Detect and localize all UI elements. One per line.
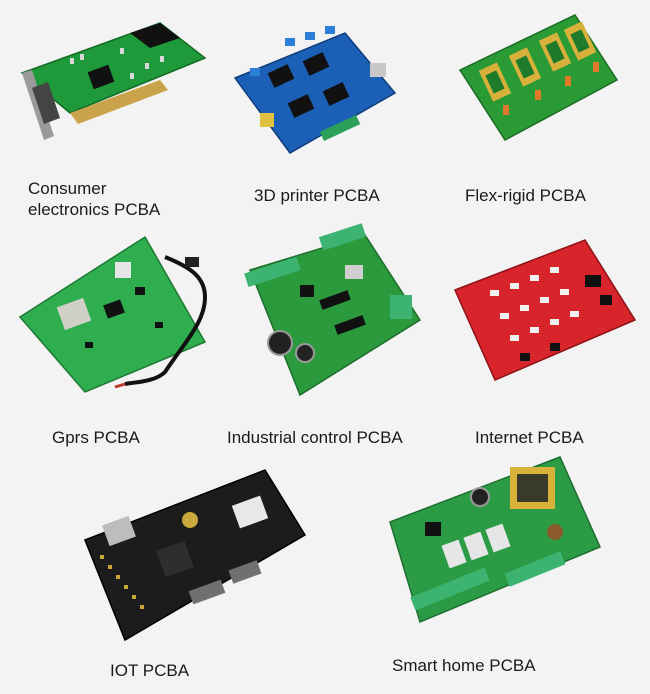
product-label-internet: Internet PCBA <box>475 428 584 447</box>
product-internet <box>450 235 640 385</box>
smarthome-board-image <box>389 456 601 624</box>
product-printer3d <box>230 18 400 158</box>
product-label-flexrigid: Flex-rigid PCBA <box>465 186 586 205</box>
product-flexrigid <box>455 10 625 145</box>
printer3d-board-image <box>233 26 397 154</box>
internet-board-image <box>453 239 637 381</box>
product-industrial <box>240 223 425 400</box>
iot-board-image <box>84 469 307 642</box>
flexrigid-board-image <box>458 14 619 141</box>
industrial-board-image <box>244 223 422 397</box>
product-smarthome <box>385 452 605 627</box>
product-label-printer3d: 3D printer PCBA <box>254 186 380 205</box>
product-label-consumer: Consumer electronics PCBA <box>28 179 161 219</box>
product-consumer <box>10 18 210 148</box>
product-label-gprs: Gprs PCBA <box>52 428 140 447</box>
product-iot <box>80 465 310 645</box>
consumer-board-image <box>20 22 207 140</box>
product-gprs <box>15 232 215 397</box>
product-label-iot: IOT PCBA <box>110 661 190 680</box>
gprs-board-image <box>18 235 208 393</box>
product-label-smarthome: Smart home PCBA <box>392 656 536 675</box>
product-label-industrial: Industrial control PCBA <box>227 428 403 447</box>
